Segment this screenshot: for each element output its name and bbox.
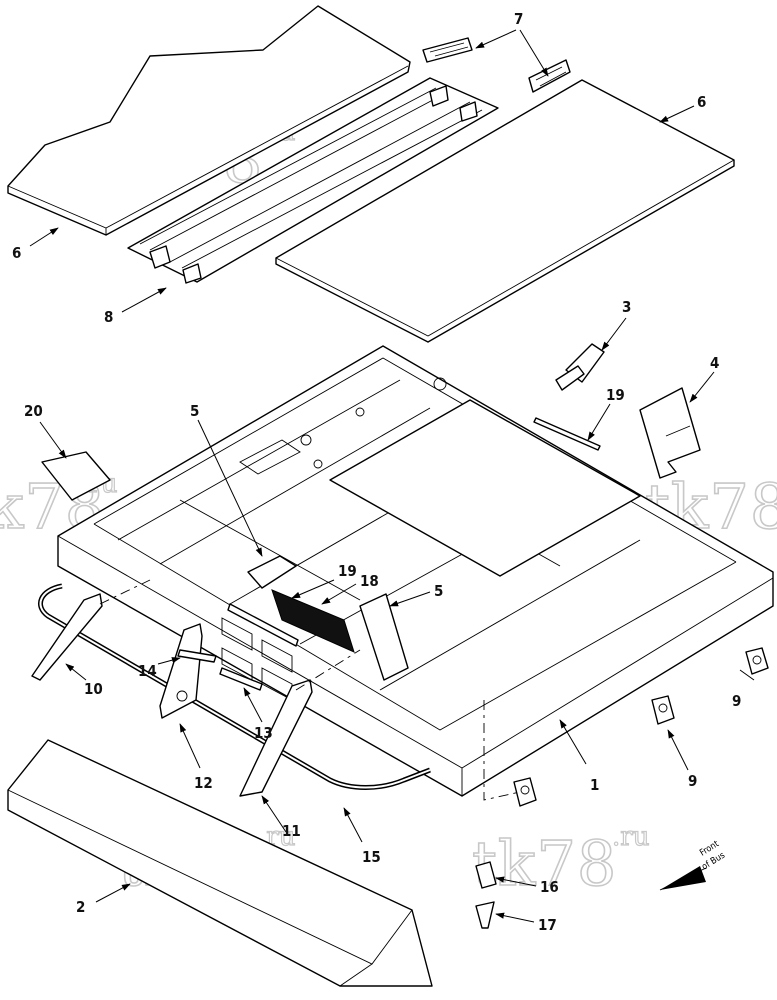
callout-20: 20	[24, 402, 43, 420]
bracket-11	[239, 679, 313, 797]
latch-9-center	[651, 695, 675, 725]
plate-5-left	[247, 555, 297, 589]
strip-19-right	[533, 417, 601, 451]
callout-9-right: 9	[732, 692, 741, 710]
callout-19-right: 19	[606, 386, 625, 404]
plate-20	[41, 451, 111, 501]
callout-6-left: 6	[12, 244, 21, 262]
front-shroud	[7, 739, 433, 987]
callout-17: 17	[538, 916, 557, 934]
callout-13: 13	[254, 724, 273, 742]
cover-panel-right	[275, 79, 735, 343]
callout-4: 4	[710, 354, 719, 372]
bracket-3	[555, 343, 605, 391]
callout-5-left: 5	[190, 402, 199, 420]
hinge-bracket-right	[528, 59, 571, 93]
callout-7: 7	[514, 10, 523, 28]
fitting-16	[475, 861, 497, 889]
callout-6-right: 6	[697, 93, 706, 111]
callouts: 1 2 3 4 5 5 6 6 7 8 9 9 10 11 12 13	[12, 10, 755, 934]
gasket-seal	[38, 583, 431, 790]
callout-14: 14	[138, 662, 157, 680]
callout-11: 11	[282, 822, 301, 840]
latch-9-lower	[513, 777, 537, 807]
fitting-17	[475, 901, 495, 929]
callout-16: 16	[540, 878, 559, 896]
cover-panel-left	[7, 5, 411, 236]
latch-9-right	[745, 647, 769, 675]
callout-3: 3	[622, 298, 631, 316]
callout-8: 8	[104, 308, 113, 326]
plate-5-right	[359, 593, 409, 681]
callout-10: 10	[84, 680, 103, 698]
dashed-alignment-lines	[99, 579, 521, 801]
callout-2: 2	[76, 898, 85, 916]
bracket-10	[31, 593, 103, 681]
frame-assembly	[57, 345, 774, 797]
watermark-suffix: .ru	[612, 822, 649, 852]
callout-9-center: 9	[688, 772, 697, 790]
callout-5-right: 5	[434, 582, 443, 600]
center-rail-assembly	[127, 77, 499, 284]
watermark-bottom-right: tk78 .ru	[471, 821, 650, 900]
strip-19-center	[227, 603, 299, 647]
callout-1: 1	[590, 776, 599, 794]
hinge-bracket-top	[422, 37, 473, 63]
callout-18: 18	[360, 572, 379, 590]
front-of-bus-indicator: Front of Bus	[659, 839, 727, 891]
filter-18	[271, 589, 355, 653]
watermark-text: tk78	[472, 827, 617, 900]
callout-19-center: 19	[338, 562, 357, 580]
bracket-12	[159, 623, 203, 719]
callout-15: 15	[362, 848, 381, 866]
plate-4	[639, 387, 701, 479]
plate-14	[177, 649, 217, 663]
plate-13	[219, 667, 263, 691]
callout-12: 12	[194, 774, 213, 792]
